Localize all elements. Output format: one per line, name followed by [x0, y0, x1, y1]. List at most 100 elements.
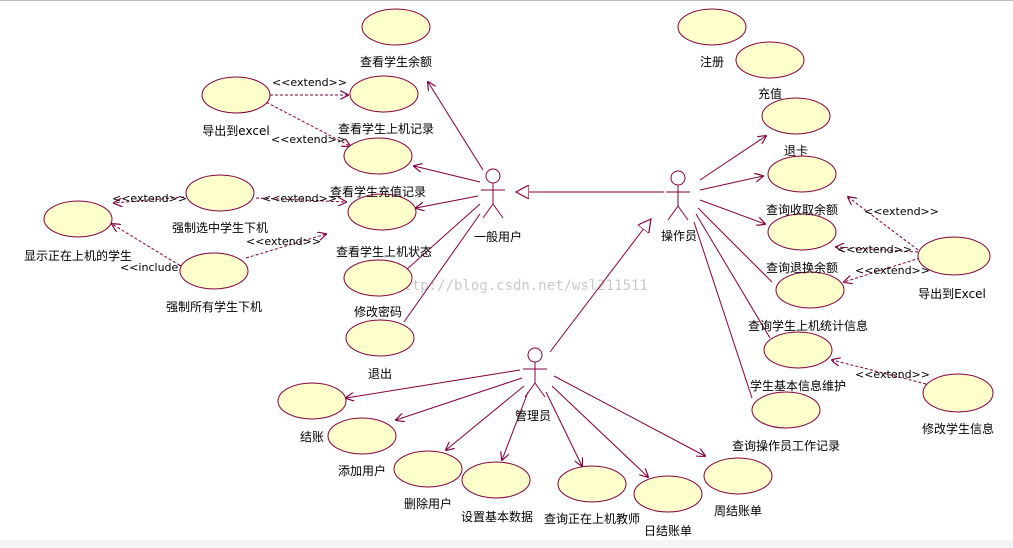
stereo-extend: <<extend>>	[855, 368, 930, 381]
assoc-op-maintenance	[695, 213, 771, 339]
usecase-register[interactable]	[677, 8, 747, 46]
assoc-user-balance	[428, 82, 484, 171]
label-actor-admin: 管理员	[515, 408, 551, 423]
usecase-daily-bill[interactable]	[633, 475, 703, 513]
usecase-change-password[interactable]	[343, 259, 413, 297]
label-force-selected-offline: 强制选中学生下机	[172, 220, 268, 235]
assoc-admin-daily	[551, 385, 648, 477]
label-view-recharge-records: 查看学生充值记录	[330, 184, 426, 199]
label-force-all-offline: 强制所有学生下机	[166, 299, 262, 314]
usecase-set-basic-data[interactable]	[461, 461, 531, 499]
label-actor-operator: 操作员	[661, 228, 697, 243]
usecase-show-online-students[interactable]	[43, 200, 113, 238]
label-logout: 退出	[368, 367, 392, 381]
assoc-user-online-status	[416, 195, 479, 208]
assoc-op-refund	[699, 199, 765, 224]
label-actor-general-user: 一般用户	[474, 229, 522, 244]
label-modify-student-info: 修改学生信息	[922, 421, 994, 436]
assoc-op-collected	[699, 176, 763, 191]
assoc-user-recharge-records	[414, 166, 481, 183]
stereo-extend: <<extend>>	[837, 243, 912, 256]
dep-forceall-show	[112, 224, 185, 269]
usecase-view-online-status[interactable]	[347, 193, 417, 231]
usecase-checkout[interactable]	[277, 382, 347, 420]
label-add-user: 添加用户	[338, 463, 386, 478]
assoc-admin-weekly	[553, 375, 705, 456]
usecase-force-all-offline[interactable]	[179, 252, 249, 290]
label-daily-bill: 日结账单	[644, 524, 692, 538]
assoc-user-password	[405, 203, 481, 271]
assoc-admin-checkout	[346, 369, 521, 398]
usecase-delete-user[interactable]	[393, 450, 463, 488]
use-case-ellipses	[43, 8, 994, 513]
generalizations	[516, 192, 664, 353]
usecase-weekly-bill[interactable]	[703, 457, 773, 495]
dep-excel-refund	[836, 247, 919, 253]
dep-export-recharge	[261, 99, 350, 146]
assoc-op-records	[693, 221, 753, 399]
label-return-card: 退卡	[784, 144, 808, 158]
watermark-text: http://blog.csdn.net/wsl211511	[395, 278, 648, 294]
label-register: 注册	[700, 54, 724, 69]
label-view-online-records: 查看学生上机记录	[338, 121, 434, 136]
assoc-op-return-card	[699, 136, 766, 181]
usecase-recharge[interactable]	[735, 41, 805, 79]
usecase-logout[interactable]	[345, 319, 415, 357]
use-case-labels: 查看学生余额 导出到excel 查看学生上机记录 查看学生充值记录 强制选中学生…	[24, 54, 994, 538]
usecase-export-excel[interactable]	[201, 76, 271, 114]
label-export-to-excel: 导出到Excel	[918, 287, 986, 301]
label-export-excel: 导出到excel	[202, 124, 269, 138]
assoc-admin-teachers	[545, 391, 582, 466]
usecase-add-user[interactable]	[327, 417, 397, 455]
label-recharge: 充值	[758, 86, 782, 101]
usecase-query-online-teachers[interactable]	[557, 465, 627, 503]
dep-forcesel-show	[114, 196, 185, 203]
usecase-query-online-stats[interactable]	[775, 271, 845, 309]
usecase-view-online-records[interactable]	[349, 75, 419, 113]
assoc-op-stats	[697, 207, 773, 283]
label-weekly-bill: 周结账单	[714, 504, 762, 518]
usecase-query-refund-balance[interactable]	[767, 213, 837, 251]
dependencies	[112, 95, 927, 385]
label-show-online-students: 显示正在上机的学生	[24, 248, 132, 263]
assoc-admin-add	[396, 377, 523, 420]
label-query-online-teachers: 查询正在上机教师	[544, 511, 640, 526]
usecase-force-selected-offline[interactable]	[185, 174, 255, 212]
stereo-extend: <<extend>>	[271, 133, 346, 146]
dep-excel-stats	[844, 257, 921, 282]
usecase-modify-student-info[interactable]	[922, 373, 994, 413]
stereotype-labels: <<extend>> <<extend>> <<extend>> <<exten…	[112, 76, 939, 381]
label-query-refund-balance: 查询退换余额	[766, 260, 838, 275]
label-student-info-maintenance: 学生基本信息维护	[750, 378, 846, 393]
usecase-query-collected-balance[interactable]	[767, 155, 837, 193]
assoc-admin-delete	[446, 385, 525, 450]
usecase-return-card[interactable]	[761, 97, 831, 135]
stereo-extend: <<extend>>	[246, 235, 321, 248]
gen-admin-operator	[549, 219, 651, 353]
actor-admin[interactable]	[523, 347, 547, 398]
label-change-password: 修改密码	[354, 304, 402, 319]
actor-general-user[interactable]	[481, 168, 505, 219]
dep-forcesel-status	[255, 198, 346, 202]
usecase-export-to-excel[interactable]	[917, 236, 991, 276]
stereo-extend: <<extend>>	[262, 192, 337, 205]
stereo-extend: <<extend>>	[864, 205, 939, 218]
usecase-query-operator-records[interactable]	[751, 391, 821, 429]
usecase-student-info-maintenance[interactable]	[763, 331, 833, 369]
actor-operator[interactable]	[666, 170, 690, 221]
stereo-extend: <<extend>>	[112, 192, 187, 205]
assoc-user-logout	[403, 213, 481, 323]
label-delete-user: 删除用户	[404, 496, 452, 511]
usecase-view-recharge-records[interactable]	[343, 137, 413, 175]
assoc-admin-basic	[502, 391, 529, 460]
dep-forceall-status	[245, 234, 326, 259]
dep-modify-maintenance	[832, 360, 927, 385]
label-query-online-stats: 查询学生上机统计信息	[748, 318, 868, 333]
bottom-strip	[0, 540, 1013, 548]
label-view-balance: 查看学生余额	[360, 54, 432, 69]
label-checkout: 结账	[300, 430, 324, 444]
usecase-view-balance[interactable]	[361, 8, 431, 46]
stereo-extend: <<extend>>	[272, 76, 347, 89]
stereo-extend: <<extend>>	[855, 264, 930, 277]
